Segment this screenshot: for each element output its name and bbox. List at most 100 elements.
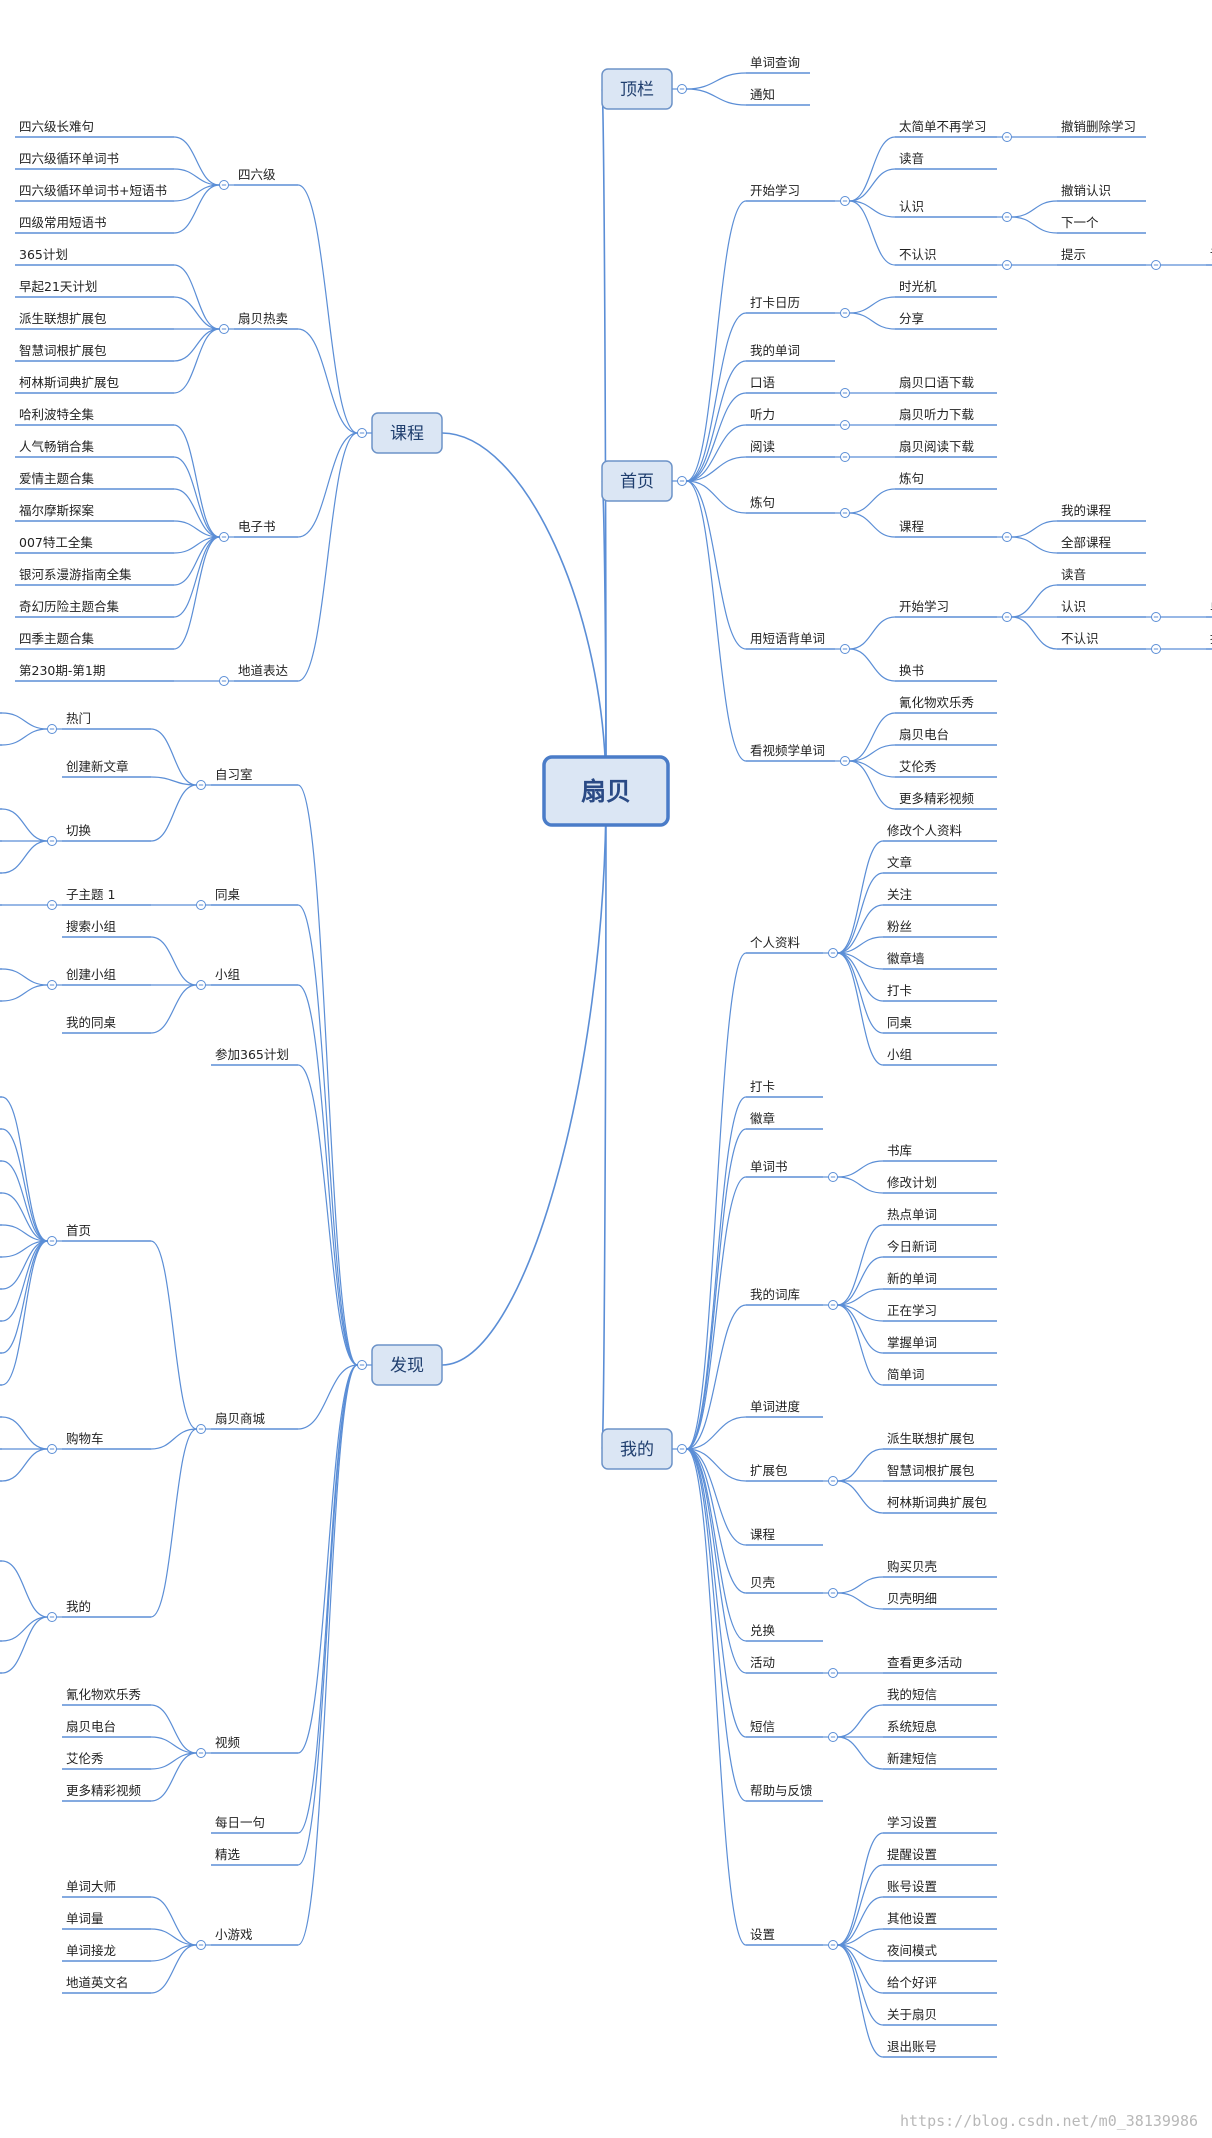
node-l1-0-1: 创建新文章: [66, 759, 129, 774]
branch-line: [297, 1364, 358, 1834]
branch-line: [837, 1704, 884, 1738]
node-r1-0-3-0: 提示: [1061, 247, 1086, 262]
node-l1-5-3: 更多精彩视频: [66, 1783, 142, 1798]
branch-line: [686, 360, 747, 482]
node-r2-0-1: 文章: [887, 855, 912, 870]
branch-line: [837, 840, 884, 954]
node-r2-13-6: 关于扇贝: [887, 2007, 937, 2022]
branch-line: [686, 424, 747, 482]
branch-line: [1011, 216, 1058, 234]
node-l1-8-2: 单词接龙: [66, 1943, 116, 1958]
branch-line: [173, 536, 220, 586]
branch-line: [686, 1448, 747, 1738]
node-r2-0-3: 粉丝: [887, 919, 912, 934]
node-r2-4-3: 正在学习: [887, 1303, 937, 1318]
branch-line: [686, 1128, 747, 1450]
branch-line: [849, 512, 896, 538]
node-r1-8-0: 氰化物欢乐秀: [899, 695, 975, 710]
branch-line: [150, 1736, 197, 1754]
topic-label-right-0: 顶栏: [620, 80, 654, 100]
node-l1-4-1: 购物车: [66, 1431, 104, 1446]
node-l0-2-3: 福尔摩斯探案: [19, 503, 95, 518]
branch-line: [1, 712, 48, 730]
node-l1-1-0: 子主题 1: [66, 887, 115, 902]
node-r2-0-7: 小组: [887, 1047, 912, 1062]
node-r1-0: 开始学习: [750, 183, 800, 198]
node-l0-2-5: 银河系漫游指南全集: [19, 567, 132, 582]
node-r1-7-0-2-0: 提示: [1210, 631, 1212, 646]
node-r1-3: 口语: [750, 375, 775, 390]
node-r2-9: 兑换: [750, 1623, 776, 1638]
branch-line: [173, 184, 220, 234]
branch-line: [297, 904, 358, 1366]
node-l0-0-3: 四级常用短语书: [19, 215, 107, 230]
node-l1-4-2: 我的: [66, 1599, 91, 1614]
node-l1-5-2: 艾伦秀: [66, 1751, 104, 1766]
branch-line: [686, 1176, 747, 1450]
node-r1-0-2-0: 撤销认识: [1061, 183, 1111, 198]
branch-line: [150, 1752, 197, 1802]
branch-line: [849, 200, 896, 266]
branch-line: [849, 744, 896, 762]
node-l0-0-2: 四六级循环单词书+短语书: [19, 183, 167, 198]
node-r1-7-0-2: 不认识: [1061, 631, 1099, 646]
branch-line: [1011, 536, 1058, 554]
node-l1-0-2: 切换: [66, 823, 92, 838]
branch-line: [173, 488, 220, 538]
node-r1-1-1: 分享: [899, 311, 924, 326]
branch-line: [173, 520, 220, 538]
branch-line: [1, 968, 48, 986]
node-r2-4: 我的词库: [750, 1287, 800, 1302]
branch-line: [837, 1928, 884, 1946]
branch-line: [686, 1448, 747, 1674]
node-r2-13-1: 提醒设置: [887, 1847, 937, 1862]
node-l0-2-7: 四季主题合集: [19, 631, 95, 646]
branch-line: [837, 872, 884, 954]
branch-line: [686, 480, 747, 650]
node-l0-0-1: 四六级循环单词书: [19, 151, 119, 166]
branch-line: [1, 1416, 48, 1450]
branch-line: [1, 1160, 48, 1242]
node-r2-0-6: 同桌: [887, 1015, 913, 1030]
node-l0-2-6: 奇幻历险主题合集: [19, 599, 120, 614]
branch-line: [686, 72, 747, 90]
node-l1-6: 每日一句: [215, 1815, 265, 1830]
node-r1-6-1-0: 我的课程: [1061, 503, 1112, 518]
node-l1-5: 视频: [215, 1735, 241, 1750]
branch-line: [1011, 200, 1058, 218]
node-r2-3: 单词书: [750, 1159, 788, 1174]
node-r2-4-2: 新的单词: [887, 1271, 937, 1286]
topic-label-left-1: 发现: [390, 1356, 424, 1376]
node-r1-7-1: 换书: [899, 663, 924, 678]
branch-line: [1, 1096, 48, 1242]
node-l0-3: 地道表达: [238, 663, 289, 678]
node-l1-0: 自习室: [215, 767, 253, 782]
node-r1-0-3: 不认识: [899, 247, 937, 262]
node-r2-8: 贝壳: [750, 1575, 775, 1590]
branch-line: [849, 296, 896, 314]
node-l0-1-0: 365计划: [19, 247, 68, 262]
branch-line: [837, 936, 884, 954]
branch-line: [849, 760, 896, 810]
node-r1-8-3: 更多精彩视频: [899, 791, 975, 806]
root-branch-line: [441, 791, 607, 1366]
branch-line: [849, 648, 896, 682]
branch-line: [837, 952, 884, 1034]
branch-line: [1011, 520, 1058, 538]
branch-line: [686, 952, 747, 1450]
branch-line: [837, 952, 884, 1066]
branch-line: [150, 776, 197, 786]
branch-line: [150, 984, 197, 1034]
branch-line: [150, 784, 197, 842]
branch-line: [173, 328, 220, 362]
branch-line: [297, 432, 358, 682]
branch-line: [686, 1304, 747, 1450]
branch-line: [1, 1192, 48, 1242]
node-r2-13-0: 学习设置: [887, 1815, 937, 1830]
branch-line: [849, 760, 896, 778]
branch-line: [837, 952, 884, 1002]
branch-line: [849, 168, 896, 202]
branch-line: [1, 808, 48, 842]
root-box[interactable]: [542, 755, 670, 827]
node-r2-8-1: 贝壳明细: [887, 1591, 937, 1606]
